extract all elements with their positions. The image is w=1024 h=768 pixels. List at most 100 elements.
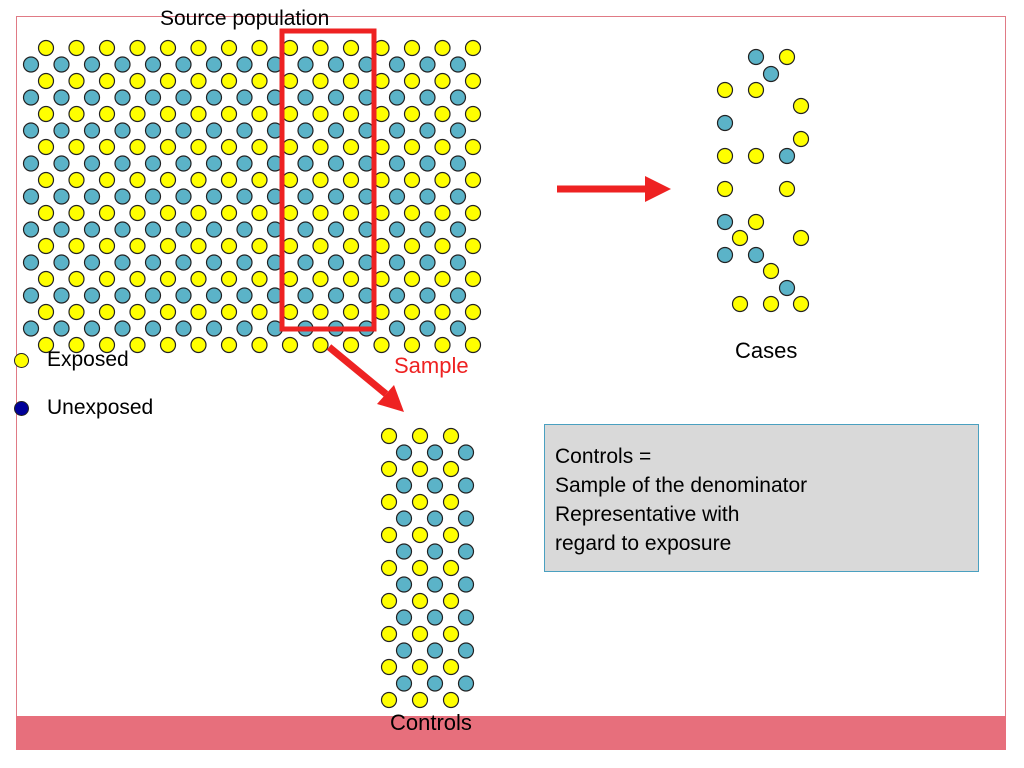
control-dot [380,460,398,478]
population-dot [297,56,314,73]
control-dot [411,427,429,445]
population-dot [464,204,482,222]
population-dot [403,303,421,321]
population-dot [37,303,55,321]
control-dot [411,658,429,676]
population-dot [434,72,451,90]
control-dot [411,493,429,511]
population-dot [37,171,55,189]
population-dot [190,72,207,90]
case-dot [716,114,734,132]
population-dot [434,204,451,222]
population-dot [312,303,329,321]
source-population-title: Source population [160,7,330,30]
control-dot [411,460,429,478]
population-dot [114,89,131,106]
population-dot [159,138,177,156]
population-dot [175,56,192,73]
population-dot [22,221,40,238]
population-dot [220,237,238,255]
population-dot [342,39,360,57]
population-dot [68,237,85,255]
control-dot [442,592,460,610]
case-dot [792,295,810,313]
population-dot [281,303,299,321]
population-dot [129,138,146,156]
population-dot [37,204,55,222]
population-dot [175,188,192,205]
population-dot [220,72,238,90]
population-dot [327,89,345,106]
population-dot [449,56,467,73]
controls-label: Controls [390,710,472,735]
population-dot [175,155,192,172]
population-dot [159,237,177,255]
population-dot [98,171,116,189]
population-dot [449,155,467,172]
population-dot [129,171,146,189]
population-dot [205,56,223,73]
population-dot [251,39,268,57]
population-dot [434,270,451,288]
control-dot [395,609,413,626]
population-dot [388,287,406,304]
population-dot [342,204,360,222]
population-dot [129,336,146,354]
population-dot [68,270,85,288]
population-dot [114,221,131,238]
population-dot [449,122,467,139]
control-dot [442,658,460,676]
population-dot [37,270,55,288]
case-dot [778,147,796,165]
population-dot [159,171,177,189]
population-dot [159,270,177,288]
population-dot [281,270,299,288]
population-dot [403,204,421,222]
population-dot [53,188,70,205]
population-dot [190,105,207,123]
population-dot [68,72,85,90]
population-dot [83,254,101,271]
population-dot [297,221,314,238]
population-dot [464,303,482,321]
population-dot [114,254,131,271]
case-dot [747,48,765,66]
population-dot [251,105,268,123]
population-dot [98,204,116,222]
control-dot [442,493,460,511]
population-dot [114,56,131,73]
population-dot [68,105,85,123]
population-dot [220,336,238,354]
population-dot [190,303,207,321]
population-dot [403,237,421,255]
population-dot [220,105,238,123]
population-dot [37,72,55,90]
population-dot [190,237,207,255]
control-dot [426,642,444,659]
population-dot [388,188,406,205]
population-dot [98,303,116,321]
population-dot [342,171,360,189]
population-dot [205,122,223,139]
unexposed-dot-icon [14,400,29,416]
population-dot [434,171,451,189]
population-dot [37,138,55,156]
population-dot [464,336,482,354]
population-dot [220,171,238,189]
population-dot [373,336,390,354]
note-line: Controls = [555,445,652,468]
population-dot [37,336,55,354]
control-dot [395,675,413,692]
population-dot [342,336,360,354]
population-dot [312,237,329,255]
control-dot [411,526,429,544]
population-dot [68,303,85,321]
population-dot [190,270,207,288]
population-dot [220,204,238,222]
population-dot [419,287,436,304]
case-dot [716,180,734,198]
population-dot [68,336,85,354]
control-dot [395,444,413,461]
population-dot [281,204,299,222]
control-dot [457,444,475,461]
